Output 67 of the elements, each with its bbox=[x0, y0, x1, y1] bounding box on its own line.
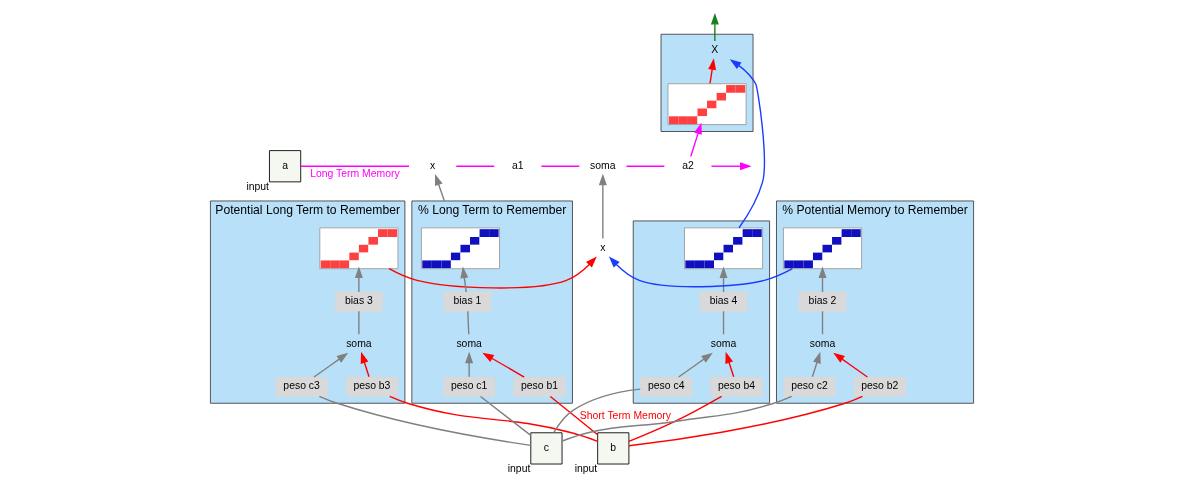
node-text: X bbox=[711, 44, 719, 56]
node-box: peso b3 bbox=[345, 376, 398, 397]
arrow bbox=[710, 162, 752, 171]
arrow bbox=[598, 173, 607, 240]
node-box: peso b4 bbox=[710, 376, 763, 397]
node-text: a1 bbox=[511, 159, 524, 171]
node-box: peso b2 bbox=[853, 376, 906, 397]
arrow bbox=[354, 266, 363, 293]
connector bbox=[628, 395, 864, 447]
node-text: a2 bbox=[682, 159, 694, 171]
connector bbox=[625, 165, 666, 167]
connector bbox=[318, 395, 532, 447]
connector bbox=[540, 165, 580, 167]
connector bbox=[549, 395, 599, 436]
arrow bbox=[388, 256, 597, 289]
arrow bbox=[833, 352, 869, 378]
arrow bbox=[482, 352, 525, 378]
node-box: peso c2 bbox=[783, 376, 836, 397]
arrow bbox=[725, 351, 735, 378]
node-box: peso b1 bbox=[513, 376, 566, 397]
node-box: peso c1 bbox=[443, 376, 496, 397]
arrow bbox=[360, 351, 370, 378]
connector bbox=[553, 388, 641, 434]
node-box: a bbox=[269, 150, 302, 183]
arrow bbox=[608, 256, 794, 288]
arrow bbox=[710, 13, 719, 42]
node-box: b bbox=[597, 432, 630, 465]
connector bbox=[467, 310, 470, 335]
arrow bbox=[677, 352, 713, 378]
node-label: input bbox=[574, 463, 598, 475]
node-label: input bbox=[507, 463, 531, 475]
arrow bbox=[460, 266, 469, 293]
connector bbox=[455, 165, 495, 167]
connector bbox=[300, 165, 410, 167]
cluster bbox=[632, 220, 770, 404]
arrow bbox=[708, 58, 717, 85]
arrow bbox=[313, 352, 349, 378]
connector bbox=[628, 395, 723, 443]
node-text: soma bbox=[590, 159, 616, 171]
arrow bbox=[690, 122, 702, 158]
connector bbox=[561, 395, 793, 442]
cluster bbox=[660, 33, 754, 132]
connector bbox=[722, 310, 725, 335]
node-text: soma bbox=[710, 337, 737, 349]
node-box: bias 2 bbox=[798, 291, 847, 312]
node-text: soma bbox=[346, 337, 372, 349]
edge-label: Short Term Memory bbox=[579, 409, 672, 421]
node-label: input bbox=[246, 181, 270, 193]
node-text: x bbox=[430, 159, 436, 171]
arrow bbox=[465, 351, 474, 378]
node-text: soma bbox=[809, 337, 836, 349]
node-box: bias 4 bbox=[699, 291, 748, 312]
arrow bbox=[729, 59, 766, 229]
node-box: c bbox=[530, 432, 563, 465]
node-box: peso c3 bbox=[275, 376, 328, 397]
connector bbox=[358, 310, 360, 335]
node-box: bias 3 bbox=[335, 291, 383, 312]
connector bbox=[479, 395, 532, 437]
connector bbox=[389, 395, 599, 442]
node-box: peso c4 bbox=[640, 376, 693, 397]
node-text: soma bbox=[456, 337, 482, 349]
edge-label: Long Term Memory bbox=[310, 168, 400, 180]
arrow bbox=[435, 173, 446, 202]
node-box: bias 1 bbox=[443, 291, 492, 312]
connector bbox=[821, 310, 824, 335]
node-text: x bbox=[600, 241, 606, 253]
arrow bbox=[811, 351, 821, 378]
